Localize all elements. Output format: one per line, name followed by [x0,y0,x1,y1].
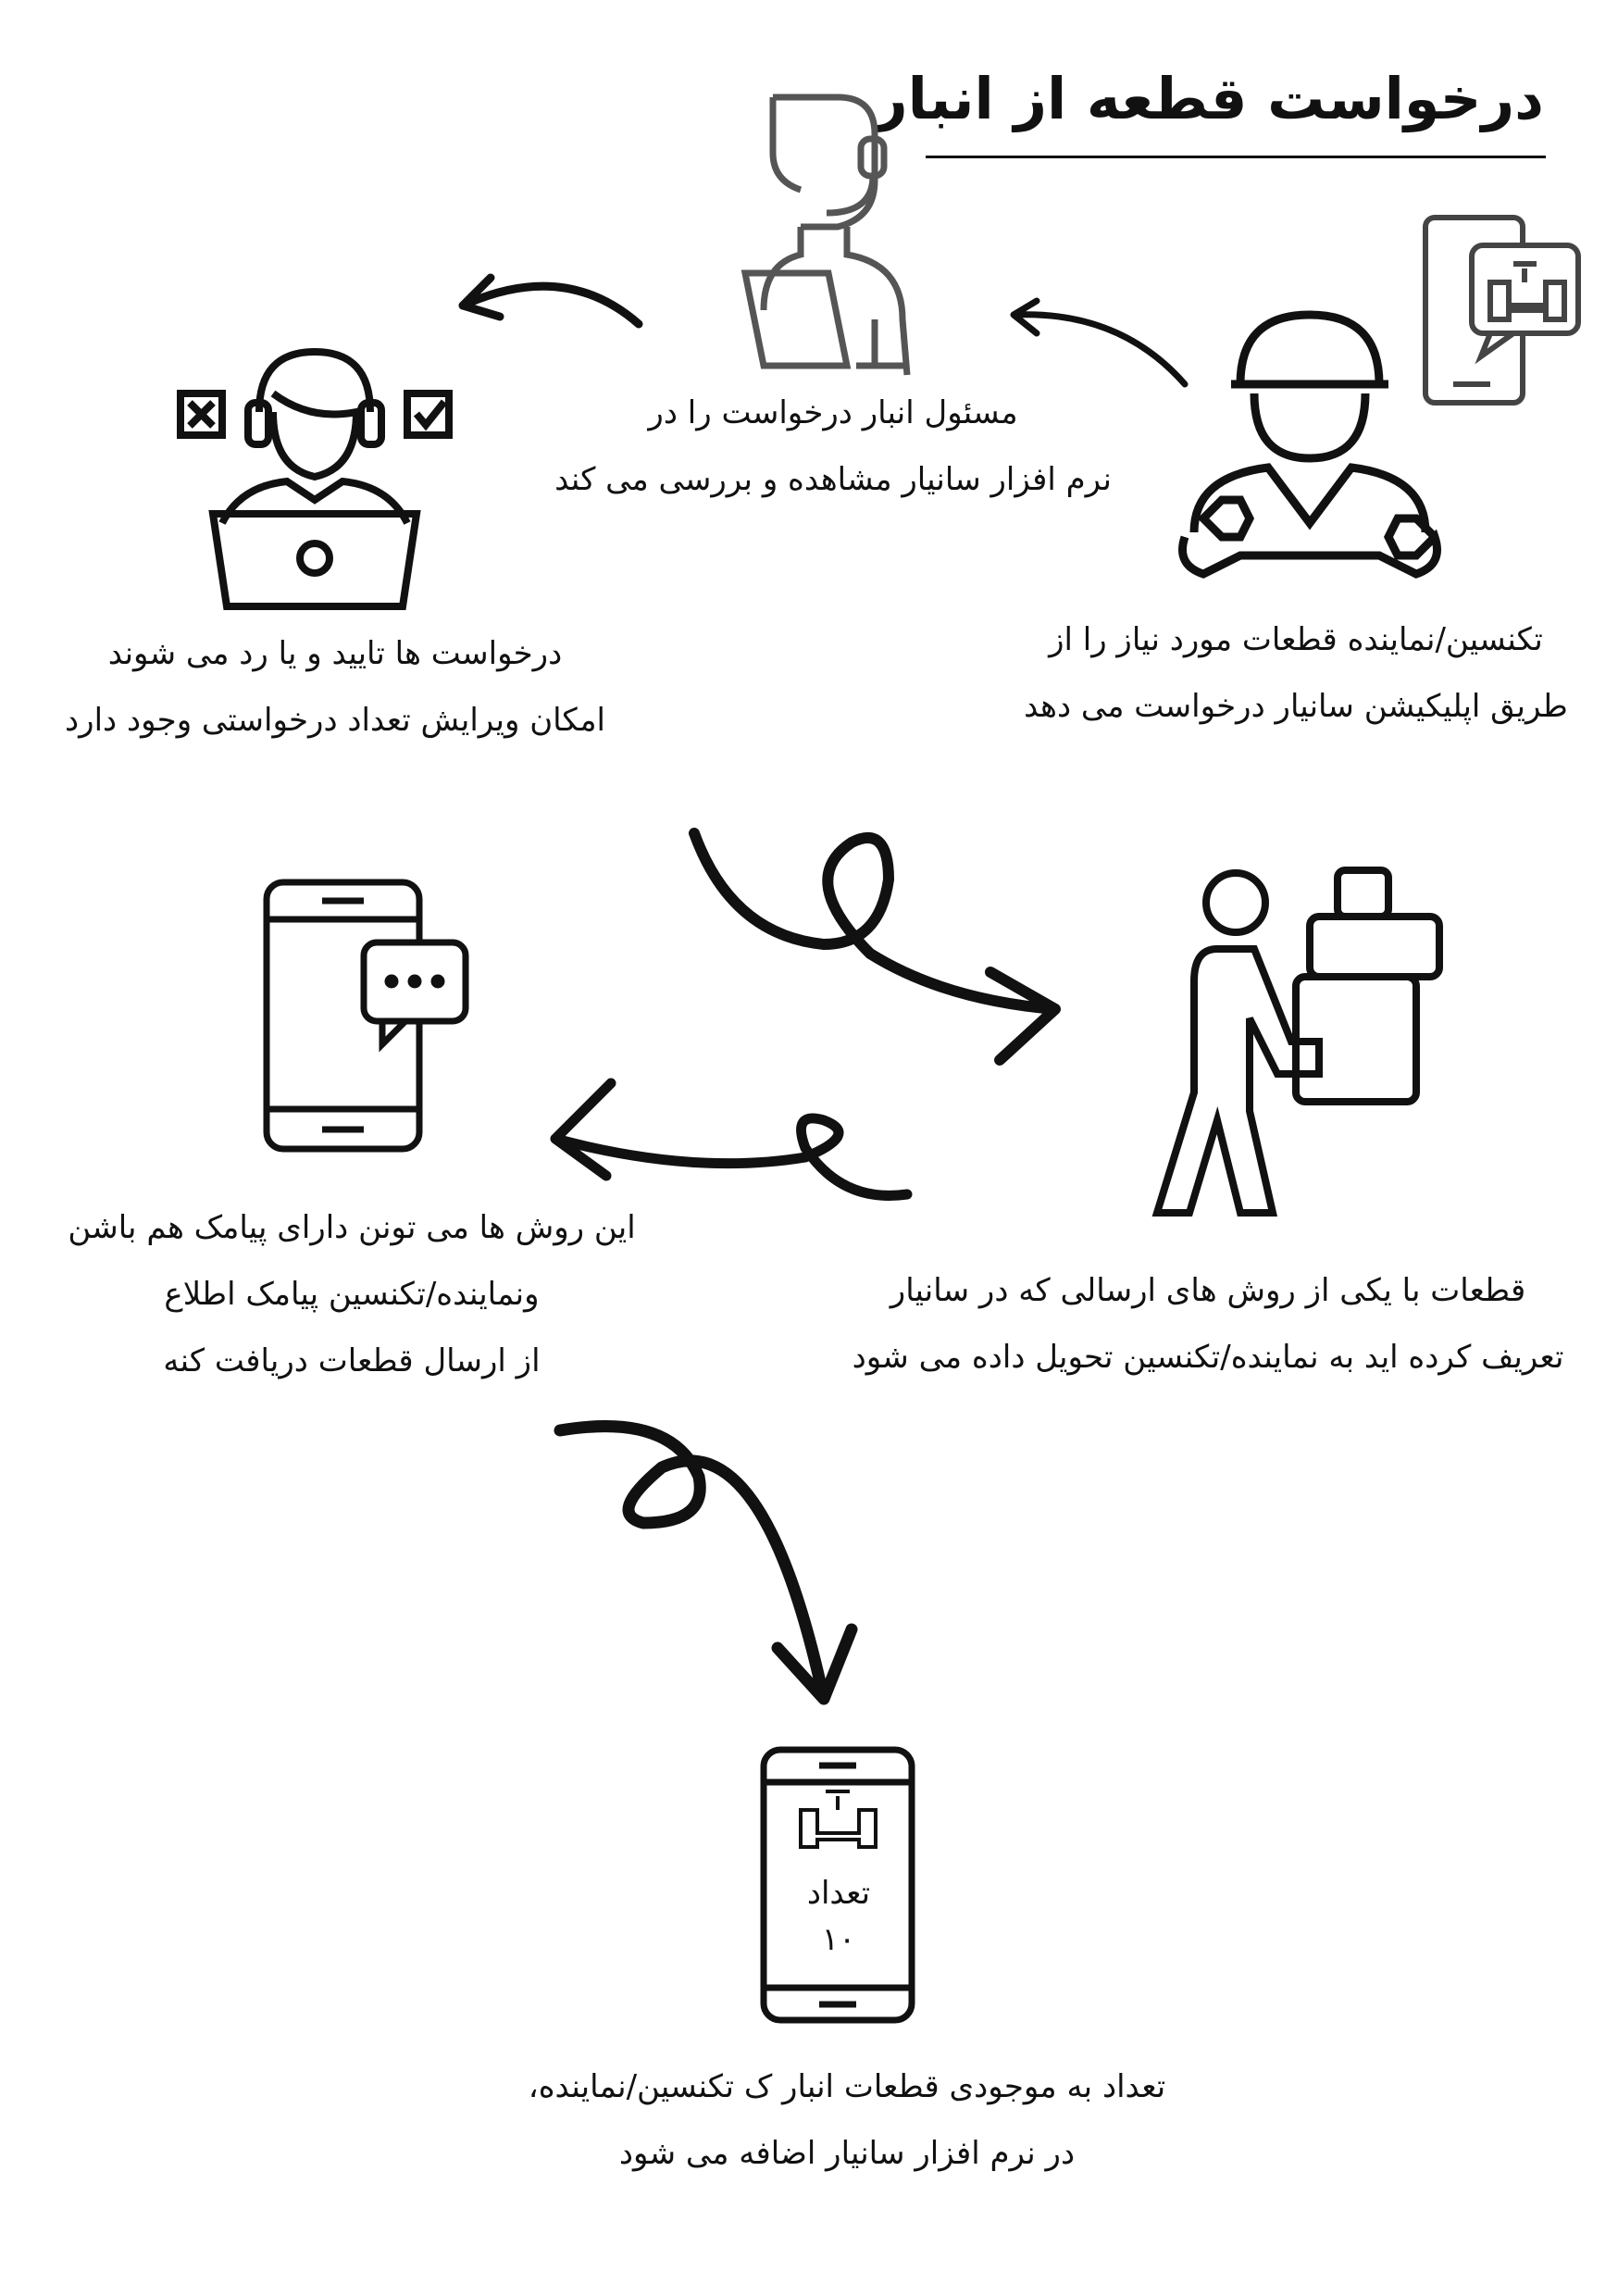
inventory-text: تعداد به موجودی قطعات انبار ک تکنسین/نما… [529,2053,1166,2187]
curved-arrow-icon [554,1420,858,1705]
text-line: نرم افزار سانیار مشاهده و بررسی می کند [554,461,1112,498]
text-line: طریق اپلیکیشن سانیار درخواست می دهد [1024,688,1568,725]
delivery-text: قطعات با یکی از روش های ارسالی که در سان… [853,1257,1564,1391]
warehouse-review-text: مسئول انبار درخواست را در نرم افزار سانی… [554,380,1112,513]
phone-valve-count-icon [760,1746,915,2024]
sms-text: این روش ها می تونن دارای پیامک هم باشن و… [68,1194,635,1394]
headset-support-icon [741,94,911,376]
text-line: از ارسال قطعات دریافت کنه [163,1342,541,1379]
curved-arrow-icon [458,273,643,329]
text-line: تعریف کرده اید به نماینده/تکنسین تحویل د… [852,1339,1564,1376]
delivery-person-boxes-icon [1151,867,1443,1217]
approval-text: درخواست ها تایید و یا رد می شوند امکان و… [65,620,605,754]
operator-laptop-icon [177,347,453,610]
curved-arrow-icon [550,1078,913,1201]
phone-count-value: ۱۰ [821,1921,856,1958]
technician-wrench-icon [1178,310,1441,579]
text-line: ونماینده/تکنسین پیامک اطلاع [164,1276,540,1313]
curved-arrow-icon [1010,297,1189,388]
text-line: قطعات با یکی از روش های ارسالی که در سان… [890,1272,1526,1309]
curved-arrow-icon [689,828,1061,1066]
text-line: تکنسین/نماینده قطعات مورد نیاز را از [1049,621,1543,658]
text-line: درخواست ها تایید و یا رد می شوند [107,635,563,672]
technician-request-text: تکنسین/نماینده قطعات مورد نیاز را از طری… [1024,606,1568,740]
text-line: تعداد به موجودی قطعات انبار ک تکنسین/نما… [528,2068,1166,2105]
phone-chat-icon [263,879,469,1153]
title-underline [926,156,1546,158]
phone-valve-chat-icon [1423,215,1581,406]
text-line: امکان ویرایش تعداد درخواستی وجود دارد [65,702,605,739]
text-line: در نرم افزار سانیار اضافه می شود [618,2135,1076,2172]
page-title: درخواست قطعه از انبار [874,65,1544,132]
text-line: مسئول انبار درخواست را در [648,394,1018,431]
text-line: این روش ها می تونن دارای پیامک هم باشن [68,1209,636,1246]
phone-count-label: تعداد [806,1875,871,1912]
